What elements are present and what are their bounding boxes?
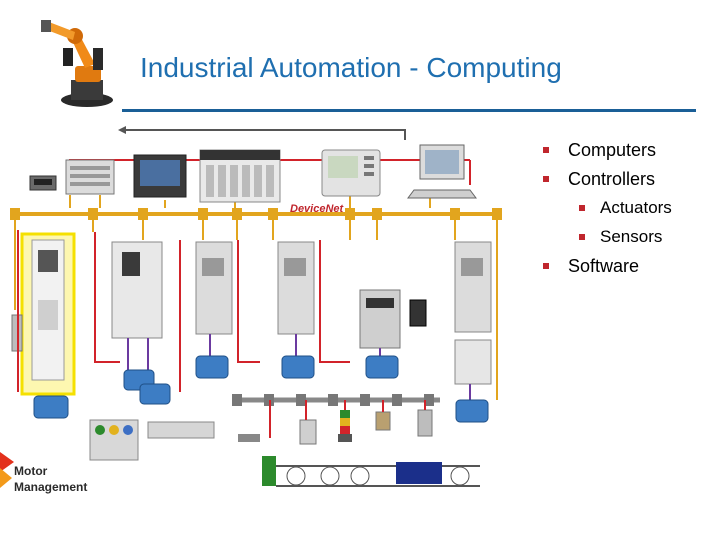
logo-text-line1: Motor: [14, 464, 48, 478]
small-display-icon: [29, 175, 57, 191]
variable-drive-icon: [111, 241, 163, 339]
bullet-mark-icon: [543, 176, 549, 182]
plc-icon: [199, 149, 281, 203]
hmi-terminal-icon: [133, 154, 187, 198]
soft-starter-icon: [359, 289, 401, 349]
io-module-icon: [65, 159, 115, 195]
bullet-mark-icon: [543, 147, 549, 153]
limit-switch-icon: [299, 419, 317, 445]
motor-icon: [33, 355, 489, 423]
bullet-mark-icon: [579, 205, 585, 211]
bullet-mark-icon: [543, 263, 549, 269]
devicenet-cable: [10, 195, 502, 400]
motor-management-logo: Motor Management: [0, 452, 87, 497]
slide-title: Industrial Automation - Computing: [140, 52, 562, 83]
distribution-bus: [232, 394, 440, 406]
devicenet-label: DeviceNet: [290, 203, 345, 215]
bullet-text: Computers: [568, 140, 657, 160]
logo-mark-icon: [0, 452, 14, 488]
sensor-wiring: [269, 400, 426, 438]
bullet-text: Controllers: [568, 169, 656, 189]
photo-sensor-icon: [375, 411, 391, 431]
pressure-sensor-icon: [417, 409, 433, 437]
bullet-mark-icon: [579, 234, 585, 240]
proximity-sensor-icon: [238, 434, 260, 442]
industrial-robot-icon: [41, 20, 113, 107]
motor-starter-icon-3: [454, 241, 492, 333]
conveyor-icon: [262, 456, 480, 487]
title-underline: [122, 109, 696, 112]
overload-relay-icon: [454, 339, 492, 385]
logo-text-line2: Management: [14, 480, 88, 494]
motor-starter-icon-2: [277, 241, 315, 335]
terminal-block-icon: [147, 421, 215, 439]
stack-light-icon: [338, 410, 352, 442]
bullet-text: Sensors: [600, 227, 663, 246]
bullet-text: Software: [568, 256, 640, 276]
bullet-text: Actuators: [600, 198, 672, 217]
highlighted-drive-icon: [20, 232, 76, 396]
motor-starter-icon-1: [195, 241, 233, 335]
computer-icon: [407, 144, 477, 199]
operator-panel-icon: [321, 149, 381, 197]
keypad-icon: [409, 299, 427, 327]
power-wiring: [17, 230, 350, 392]
pushbutton-station-icon: [89, 419, 139, 461]
